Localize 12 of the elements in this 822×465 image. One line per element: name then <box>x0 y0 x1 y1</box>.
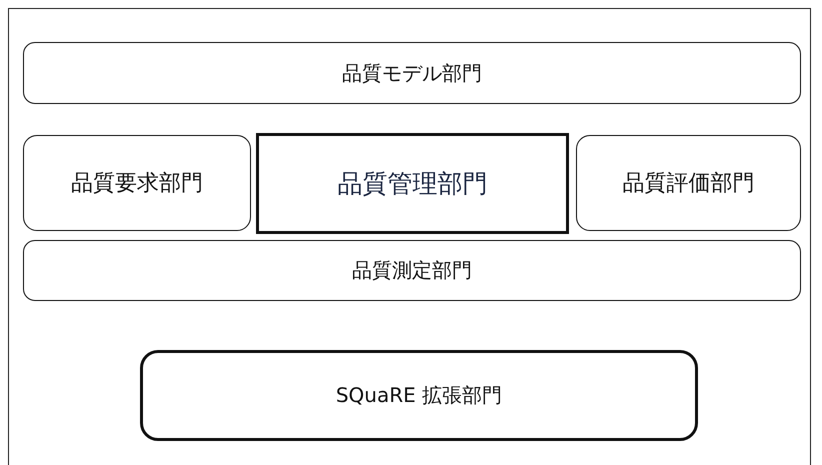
rounded-box <box>140 350 698 441</box>
rounded-box <box>23 42 801 104</box>
box-label: SQuaRE 拡張部門 <box>336 382 502 409</box>
highlighted-box <box>256 133 569 234</box>
box-label: 品質モデル部門 <box>342 60 482 86</box>
rounded-box <box>23 135 251 231</box>
rounded-box <box>23 240 801 301</box>
rounded-box <box>576 135 801 231</box>
box-label: 品質測定部門 <box>352 257 472 284</box>
box-label: 品質要求部門 <box>71 170 203 198</box>
box-label: 品質管理部門 <box>338 168 488 200</box>
box-label: 品質評価部門 <box>622 170 754 198</box>
